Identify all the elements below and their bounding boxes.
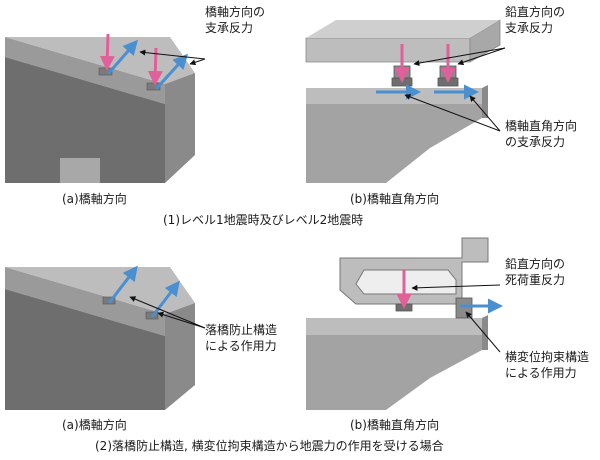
annotation-1b-transverse-reaction: 橋軸直角方向 の支承反力 <box>505 119 578 149</box>
panel-1a-arrows <box>99 33 206 91</box>
panel-2b-pier <box>306 315 488 410</box>
section-2-caption: (2)落橋防止構造, 横変位拘束構造から地震力の作用を受ける場合 <box>95 439 444 453</box>
panel-2b-arrows <box>396 270 503 353</box>
caption-2a: (a)橋軸方向 <box>62 418 127 432</box>
panel-1b-arrows <box>376 44 506 132</box>
annotation-2b-dead-load-reaction: 鉛直方向の 死荷重反力 <box>505 257 566 287</box>
panel-1a-pier <box>5 37 195 183</box>
caption-1a: (a)橋軸方向 <box>62 192 127 206</box>
annotation-1a-bearing-reaction: 橋軸方向の 支承反力 <box>205 5 266 35</box>
panel-2a-pier <box>5 267 195 410</box>
panel-2b-box-girder <box>339 237 489 305</box>
panel-1b-pier <box>306 85 488 183</box>
annotation-1b-vertical-reaction: 鉛直方向の 支承反力 <box>505 5 566 35</box>
annotation-2a-unseating-force: 落橋防止構造 による作用力 <box>205 323 278 353</box>
panel-2a-arrows <box>107 265 206 329</box>
caption-2b: (b)橋軸直角方向 <box>350 418 439 432</box>
caption-1b: (b)橋軸直角方向 <box>350 192 439 206</box>
panel-1b-girder <box>305 19 501 63</box>
section-1-caption: (1)レベル1地震時及びレベル2地震時 <box>163 213 364 227</box>
annotation-2b-restraint-force: 横変位拘束構造 による作用力 <box>505 350 590 380</box>
